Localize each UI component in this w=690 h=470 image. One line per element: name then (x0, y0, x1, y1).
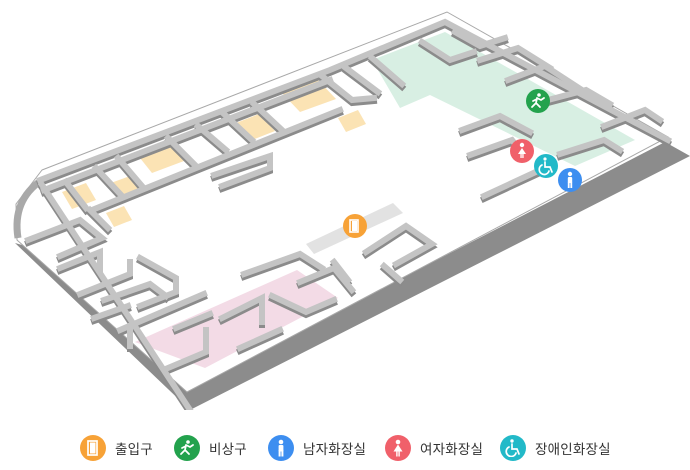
legend-item-womens-restroom: 여자화장실 (385, 432, 483, 464)
floor-zones (62, 32, 635, 368)
mens-restroom-marker[interactable] (558, 168, 582, 192)
legend-label: 비상구 (209, 442, 247, 458)
floor-plan-map (13, 11, 690, 410)
female-icon (518, 142, 526, 158)
orange-room (236, 114, 275, 140)
male-icon (268, 435, 294, 461)
restroom-zone (372, 32, 635, 166)
orange-room (106, 206, 132, 227)
legend-item-mens-restroom: 남자화장실 (268, 432, 366, 464)
legend-item-emergency-exit: 비상구 (174, 432, 247, 464)
legend-item-entrance: 출입구 (80, 432, 153, 464)
orange-room (338, 110, 366, 132)
pink-zone (135, 270, 338, 368)
female-icon (385, 435, 411, 461)
door-icon (80, 435, 106, 461)
interior-walls (24, 18, 673, 410)
building-side (15, 142, 690, 410)
womens-restroom-marker[interactable] (510, 139, 534, 163)
legend-label: 출입구 (115, 442, 153, 458)
running-person-icon (174, 435, 200, 461)
entrance-marker[interactable] (343, 214, 367, 238)
running-person-icon (531, 93, 545, 108)
rounded-west-end (13, 177, 45, 239)
wheelchair-icon (500, 435, 526, 461)
map-legend: 출입구 비상구 남자화장실 여자화장실 장애인화장실 (0, 432, 690, 464)
legend-label: 장애인화장실 (535, 442, 611, 458)
legend-label: 여자화장실 (420, 442, 484, 458)
accessible-restroom-marker[interactable] (534, 154, 558, 178)
male-icon (567, 171, 573, 188)
door-icon (349, 219, 359, 233)
legend-label: 남자화장실 (303, 442, 367, 458)
legend-item-accessible-restroom: 장애인화장실 (500, 432, 611, 464)
wheelchair-icon (538, 157, 553, 176)
emergency-exit-marker[interactable] (526, 89, 550, 113)
